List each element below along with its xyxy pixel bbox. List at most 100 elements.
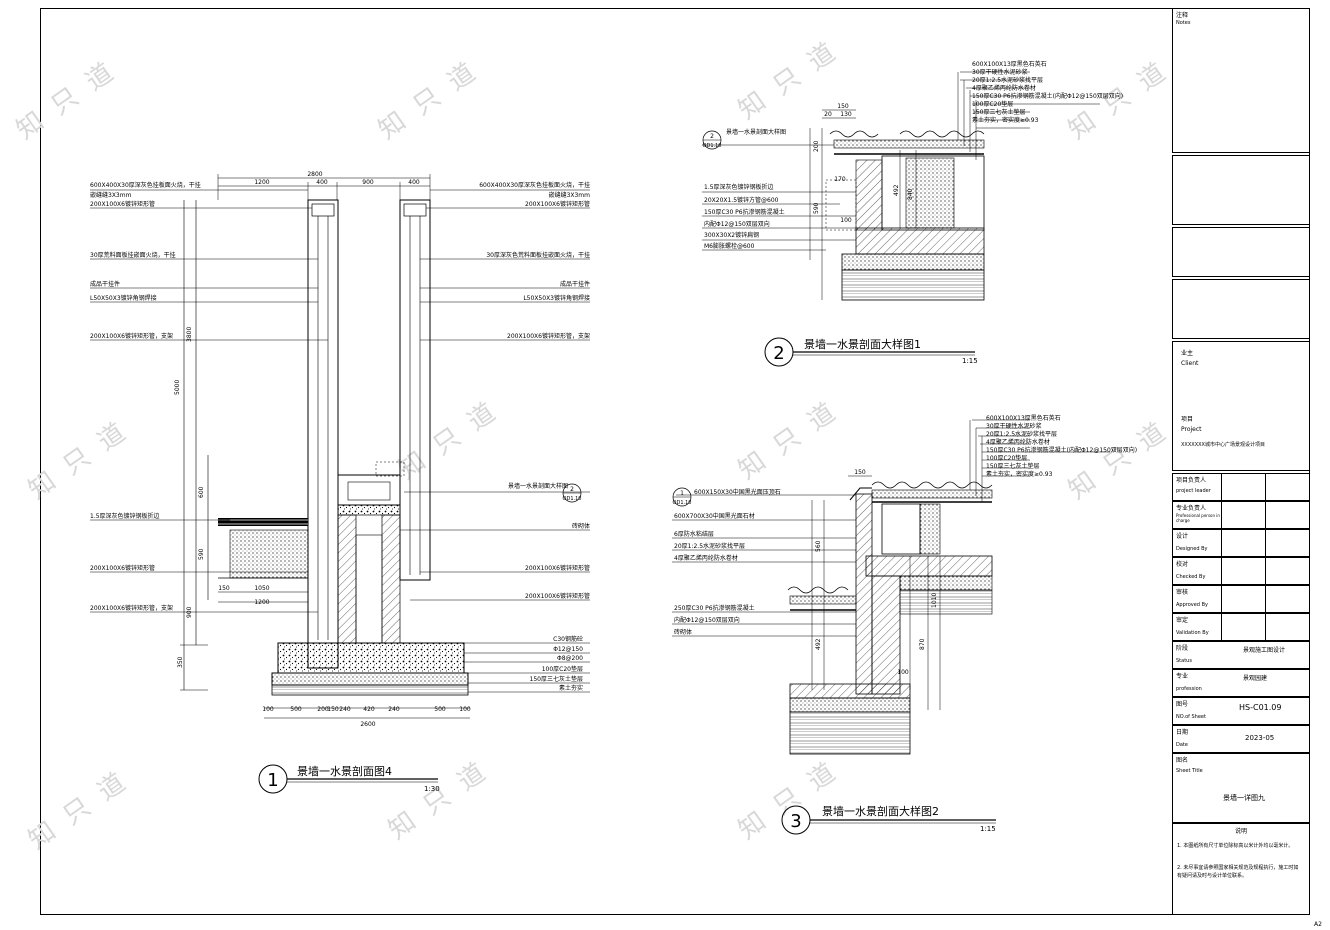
- view2-dim: 840: [907, 188, 914, 200]
- tb-client-project-cell: 业主 Client 项目 Project XXXXXXX城市中心广场景观设计项目: [1172, 341, 1310, 471]
- tb-status-label-en: Status: [1176, 658, 1192, 664]
- tb-sheet-title-label: 图名: [1176, 757, 1189, 764]
- view2-dim: 150: [837, 103, 849, 110]
- tb-no-label-en: NO.of Sheet: [1176, 714, 1206, 720]
- tb-row-label: 项目负责人: [1176, 477, 1207, 484]
- view1-label-right: Φ12@150: [553, 646, 583, 653]
- view3-label-top: 150厚三七灰土垫层: [986, 462, 1039, 470]
- view1-label-right: 200X100X6镀锌矩形管: [525, 200, 590, 208]
- view1-label-left: 200X100X6镀锌矩形管: [90, 564, 155, 572]
- view1-label-right: 30厚深灰色荒料面板挂嵌面火烧，干挂: [486, 251, 590, 259]
- view3-label-left: 600X150X30中国黑光面压顶石: [694, 488, 781, 496]
- view1-label-left: 嵌缝缝3X3mm: [90, 191, 132, 199]
- view2-dim: 100: [840, 217, 852, 224]
- view2-dim: 170: [834, 176, 846, 183]
- view3-label-left: 内配Φ12@150双层双向: [674, 616, 740, 624]
- view1-label-right: L50X50X3镀锌角钢焊接: [523, 294, 590, 302]
- view3-label-top: 150厚C30 P6抗渗钢筋混凝土(内配Φ12@150双层双向): [986, 446, 1137, 454]
- view1-scale: 1:30: [424, 785, 440, 793]
- view1-label-right: Φ8@200: [557, 655, 583, 662]
- tb-row: 审核 Approved By: [1172, 585, 1310, 613]
- title-block: 注释 Notes 业主 Client 项目 Project XXXXXXX城市中…: [1172, 8, 1310, 915]
- view1-dim: 420: [363, 706, 375, 713]
- view3-label-top: 30厚干硬性水泥砂浆: [986, 422, 1042, 430]
- view3-title-block: 3 景墙一水景剖面大样图2 1:15: [781, 804, 996, 835]
- view3-title: 景墙一水景剖面大样图2: [822, 804, 939, 818]
- view3-label-top: 600X100X13厚黑色石英石: [986, 414, 1061, 422]
- view2-label-left: M6膨胀螺栓@600: [704, 242, 755, 250]
- tb-row-label: 设计: [1176, 533, 1189, 540]
- view1-dim: 150: [218, 585, 230, 592]
- tb-row-label-en: Checked By: [1176, 574, 1206, 580]
- view2-label-top: 素土夯实，密实度≥0.93: [972, 116, 1039, 124]
- view2-label-top: 30厚干硬性水泥砂浆: [972, 68, 1028, 76]
- view3-dim: 560: [815, 540, 822, 552]
- view2-label-top: 20厚1:2.5水泥砂浆找平层: [972, 76, 1043, 84]
- tb-row-label: 审定: [1176, 617, 1189, 624]
- view1-label-right: 600X400X30厚深灰色挂板面火烧，干挂: [479, 181, 590, 189]
- tb-row: 专业负责人 Professional person in charge: [1172, 501, 1310, 529]
- view3-scale: 1:15: [980, 825, 996, 833]
- view1-dim-overall: 2800: [307, 171, 322, 178]
- view3-label-left: 20厚1:2.5水泥砂浆找平层: [674, 542, 745, 550]
- tb-notes-cell: 注释 Notes: [1172, 8, 1310, 153]
- view1-dim: 150: [327, 706, 339, 713]
- tb-row-label-en: Approved By: [1176, 602, 1208, 608]
- tb-profession-label-en: profession: [1176, 686, 1202, 692]
- view1-label-left: 600X400X30厚深灰色挂板面火烧，干挂: [90, 181, 201, 189]
- tb-row: 校对 Checked By: [1172, 557, 1310, 585]
- tb-status-label: 阶段: [1176, 645, 1189, 652]
- view3-dim: 492: [815, 638, 822, 650]
- tb-row-label-en: Professional person in charge: [1176, 513, 1220, 523]
- tb-row-label: 审核: [1176, 589, 1189, 596]
- view1-label-right: C30钢筋砼: [553, 635, 583, 643]
- view1-label-right: 成品干挂件: [560, 280, 590, 288]
- view2-label-left: 1.5厚深灰色镀锌钢板折边: [704, 183, 774, 191]
- view3-dim: 150: [854, 469, 866, 476]
- view1-dim: 500: [290, 706, 302, 713]
- view1-label-right: 素土夯实: [559, 684, 583, 692]
- view1-dim: 200: [317, 706, 329, 713]
- view1-dim: 1200: [254, 179, 269, 186]
- view1-callout-ref: OD1.10: [563, 496, 582, 502]
- view2-label-left: 300X30X2镀锌扁钢: [704, 231, 759, 239]
- tb-row-label-en: project leader: [1176, 488, 1211, 494]
- view2-label-left: 150厚C30 P6抗渗钢筋混凝土: [704, 208, 785, 216]
- view1-section-drawing: [90, 174, 590, 719]
- view2-callout-label: 景墙一水景剖面大样图: [726, 128, 786, 136]
- view1-label-right: 100厚C20垫层: [542, 665, 583, 673]
- tb-date-value: 2023-05: [1245, 734, 1275, 742]
- view2-number: 2: [773, 343, 784, 364]
- view1-label-left: 200X100X6镀锌矩形管，支架: [90, 332, 173, 340]
- view3-dim: 1010: [931, 593, 938, 608]
- view1-label-right: 砖砌体: [572, 522, 590, 530]
- view2-callout-number: 2: [710, 133, 714, 140]
- tb-remarks-cell: 说明 1. 本图纸所有尺寸单位除标高以米计外均以毫米计。 2. 未尽事宜请参照国…: [1172, 823, 1310, 915]
- tb-project-value: XXXXXXX城市中心广场景观设计项目: [1181, 442, 1265, 448]
- tb-row-label: 校对: [1176, 561, 1189, 568]
- tb-blank-cell: [1172, 279, 1310, 339]
- view2-title: 景墙一水景剖面大样图1: [804, 337, 921, 351]
- view2-scale: 1:15: [962, 357, 978, 365]
- view2-dim: 130: [840, 111, 852, 118]
- tb-sheet-title-value: 景墙一详图九: [1223, 794, 1265, 802]
- view2-label-left: 内配Φ12@150双层双向: [704, 220, 770, 228]
- tb-row: 设计 Designed By: [1172, 529, 1310, 557]
- tb-sheet-no-row: 图号 NO.of Sheet HS-C01.09: [1172, 697, 1310, 725]
- view1-label-right: 150厚三七灰土垫层: [530, 675, 583, 683]
- tb-date-label: 日期: [1176, 729, 1189, 736]
- view1-label-right: 200X100X6镀锌矩形管: [525, 592, 590, 600]
- view1-number: 1: [267, 770, 278, 791]
- view2-title-block: 2 景墙一水景剖面大样图1 1:15: [764, 337, 978, 367]
- tb-notes-label: 注释: [1176, 12, 1189, 19]
- view3-label-left: 6厚防水粘结层: [674, 530, 714, 538]
- view1-dim: 500: [434, 706, 446, 713]
- tb-no-value: HS-C01.09: [1239, 703, 1282, 712]
- view1-label-left: L50X50X3镀锌角钢焊接: [90, 294, 157, 302]
- view1-label-left: 1.5厚深灰色镀锌钢板折边: [90, 512, 160, 520]
- tb-no-label: 图号: [1176, 701, 1189, 708]
- tb-row-label: 专业负责人: [1176, 505, 1207, 512]
- tb-client-label-en: Client: [1181, 360, 1199, 367]
- tb-status-value: 景观施工图设计: [1243, 647, 1286, 654]
- view1-dim: 600: [198, 486, 205, 498]
